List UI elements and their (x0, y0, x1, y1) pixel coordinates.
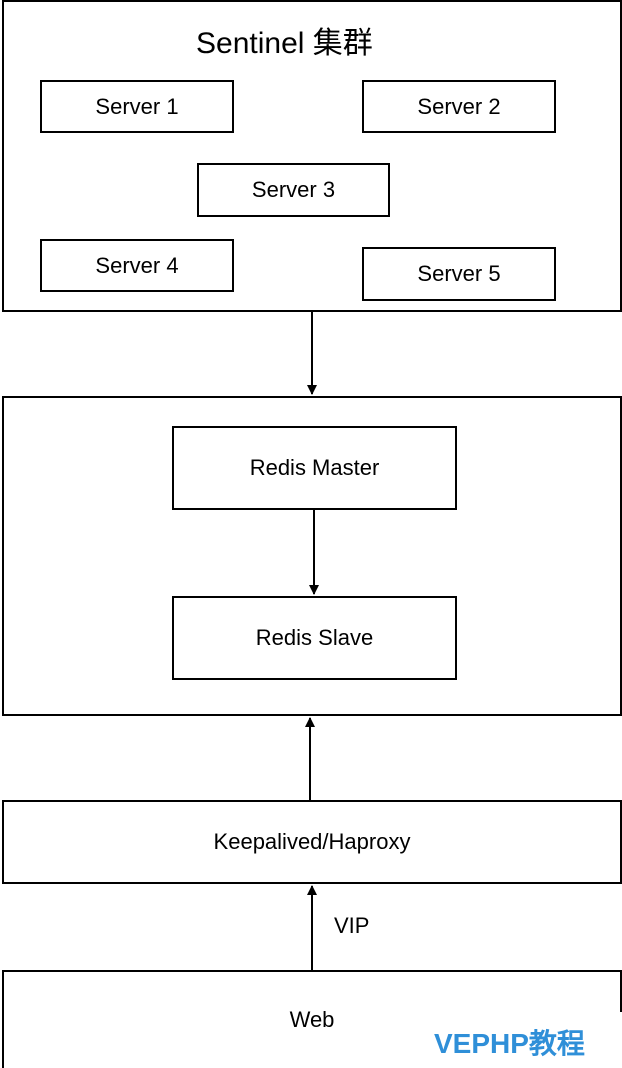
server-4-box: Server 4 (40, 239, 234, 292)
server-2-box: Server 2 (362, 80, 556, 133)
server-4-label: Server 4 (95, 252, 179, 278)
watermark-text: VEPHP教程 (434, 1028, 585, 1059)
server-1-box: Server 1 (40, 80, 234, 133)
server-1-label: Server 1 (95, 93, 179, 119)
proxy-box: Keepalived/Haproxy (2, 800, 622, 884)
server-5-label: Server 5 (417, 261, 501, 286)
server-5-box: Server 5 (362, 247, 556, 301)
proxy-label: Keepalived/Haproxy (213, 829, 411, 854)
web-label: Web (289, 1007, 335, 1032)
server-2-label: Server 2 (417, 93, 501, 119)
redis-master-label: Redis Master (249, 455, 380, 480)
redis-master-box: Redis Master (172, 426, 457, 510)
redis-slave-label: Redis Slave (255, 625, 374, 650)
vip-label: VIP (334, 913, 370, 938)
watermark-backdrop (400, 1012, 622, 1068)
server-3-box: Server 3 (197, 163, 390, 217)
sentinel-cluster-title: Sentinel 集群 (196, 27, 373, 60)
server-3-label: Server 3 (251, 177, 336, 202)
redis-slave-box: Redis Slave (172, 596, 457, 680)
